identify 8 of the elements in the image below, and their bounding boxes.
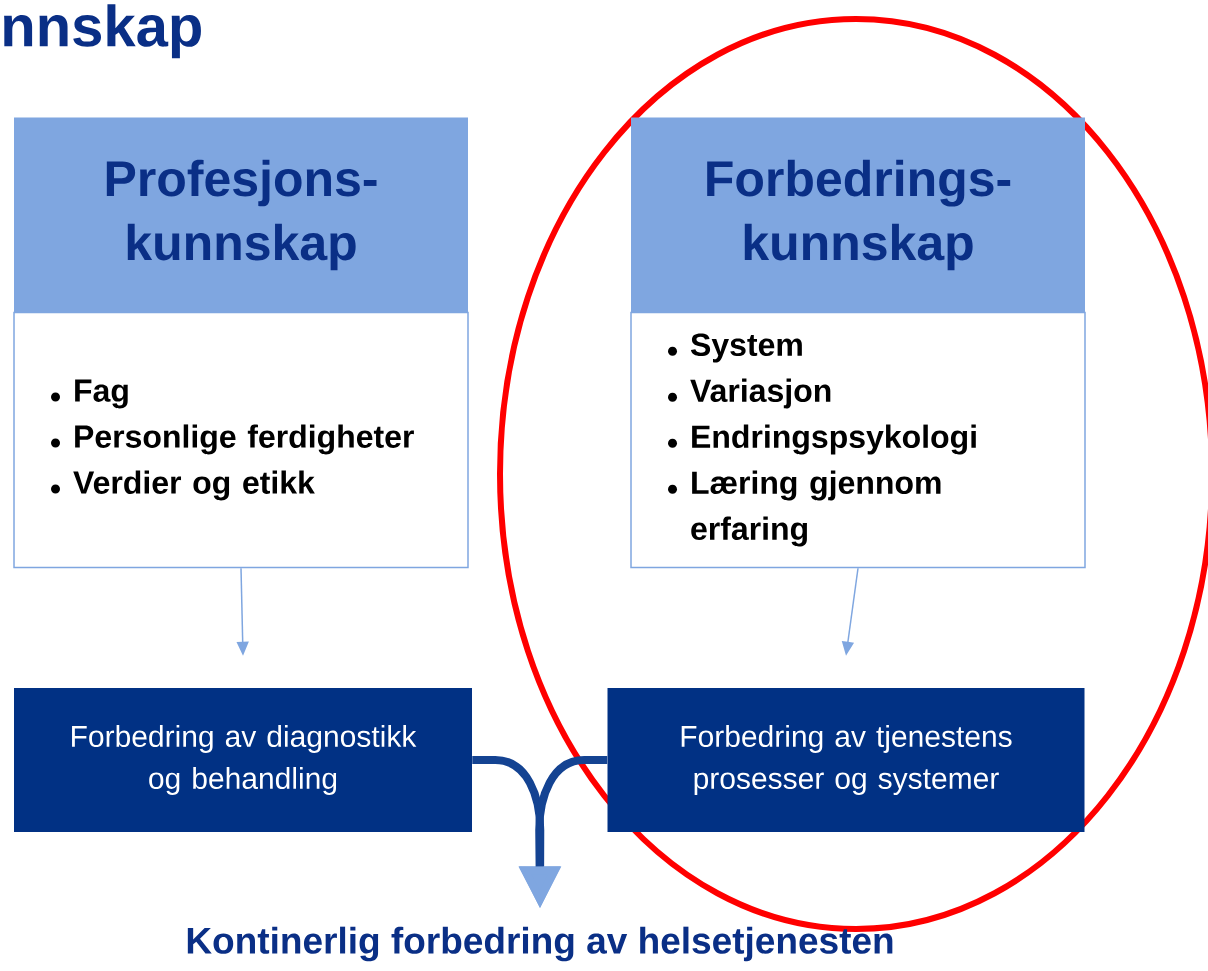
bullet-list-box: System Variasjon Endringspsykologi Læring gjennom erfaring [630,311,1086,569]
outcome-box: Forbedring av tjenestens prosesser og systemer [607,688,1085,832]
bullet-list-box: Fag Personlige ferdigheter Verdier og etikk [13,311,469,569]
header-box: Forbedrings- kunnskap [631,117,1085,313]
outcome-box: Forbedring av diagnostikk og behandling [14,688,472,832]
result-text: Kontinerlig forbedring av helsetjenesten [187,926,893,962]
title: nnskap [4,4,201,59]
header-box: Profesjons- kunnskap [14,117,468,313]
